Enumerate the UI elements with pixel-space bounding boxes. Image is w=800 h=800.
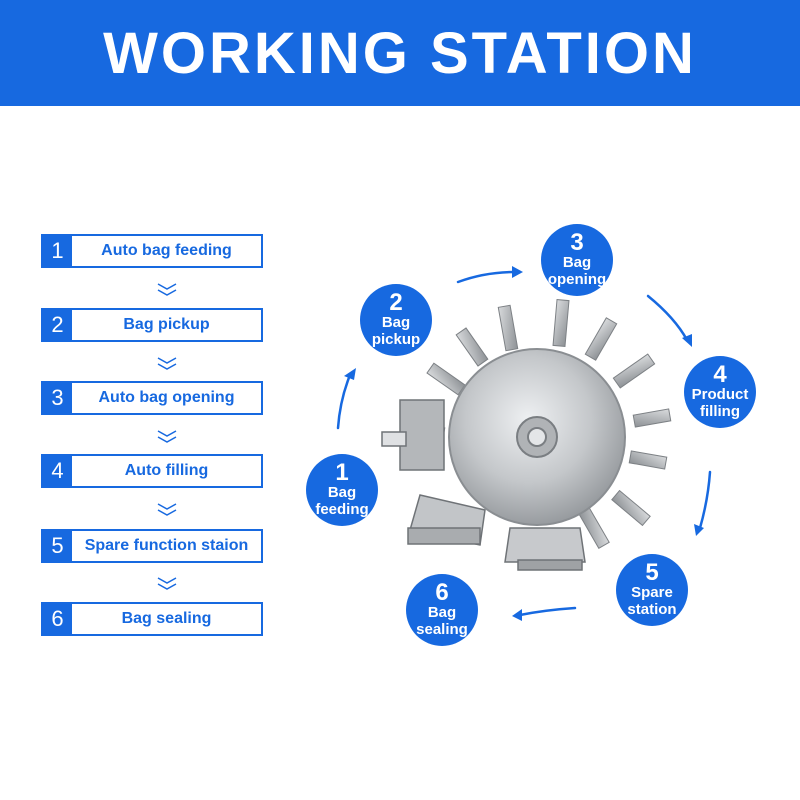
station-label-line1: Bag (381, 314, 411, 331)
step-2: 2 Bag pickup (41, 308, 263, 342)
station-label-line1: Product (691, 386, 749, 403)
step-label: Spare function staion (84, 537, 249, 554)
page-title: WORKING STATION (103, 20, 697, 86)
step-1: 1 Auto bag feeding (41, 234, 263, 268)
station-2-bag-pickup: 2 Bag pickup (360, 284, 432, 356)
station-number: 4 (713, 361, 727, 388)
step-number: 6 (43, 604, 72, 634)
station-label-line1: Bag (327, 484, 357, 501)
station-5-spare-station: 5 Spare station (616, 554, 688, 626)
step-number: 5 (43, 531, 72, 561)
step-label: Auto bag feeding (101, 242, 232, 259)
station-1-bag-feeding: 1 Bag feeding (306, 454, 378, 526)
step-list: 1 Auto bag feeding 2 Bag pickup 3 Auto b… (0, 0, 300, 800)
rotary-machine-illustration (336, 266, 712, 621)
header-banner: WORKING STATION (0, 0, 800, 106)
station-label-line2: feeding (315, 501, 369, 518)
station-number: 6 (435, 579, 449, 606)
station-number: 5 (645, 559, 659, 586)
chevron-down-icon (157, 577, 177, 590)
rotary-diagram: 1 Bag feeding 2 Bag pickup 3 Bag opening… (290, 210, 800, 670)
station-6-bag-sealing: 6 Bag sealing (406, 574, 478, 646)
chevron-down-icon (157, 503, 177, 516)
station-label-line1: Bag (427, 604, 457, 621)
chevron-down-icon (157, 430, 177, 443)
step-label: Bag sealing (121, 610, 212, 627)
step-number: 3 (43, 383, 72, 413)
station-3-bag-opening: 3 Bag opening (541, 224, 613, 296)
step-6: 6 Bag sealing (41, 602, 263, 636)
station-number: 1 (335, 459, 349, 486)
station-label-line2: sealing (416, 621, 468, 638)
station-label-line1: Bag (562, 254, 592, 271)
station-label-line1: Spare (631, 584, 673, 601)
station-label-line2: filling (700, 403, 740, 420)
station-number: 2 (389, 289, 403, 316)
step-label: Auto bag opening (98, 389, 235, 406)
chevron-down-icon (157, 357, 177, 370)
step-5: 5 Spare function staion (41, 529, 263, 563)
station-label-line2: pickup (371, 331, 421, 348)
step-label: Bag pickup (123, 316, 210, 333)
step-number: 1 (43, 236, 72, 266)
station-4-product-filling: 4 Product filling (684, 356, 756, 428)
step-4: 4 Auto filling (41, 454, 263, 488)
station-label-line2: opening (547, 271, 607, 288)
station-label-line2: station (627, 601, 677, 618)
step-number: 4 (43, 456, 72, 486)
station-number: 3 (570, 229, 584, 256)
step-number: 2 (43, 310, 72, 340)
chevron-down-icon (157, 283, 177, 296)
step-3: 3 Auto bag opening (41, 381, 263, 415)
step-label: Auto filling (124, 462, 209, 479)
